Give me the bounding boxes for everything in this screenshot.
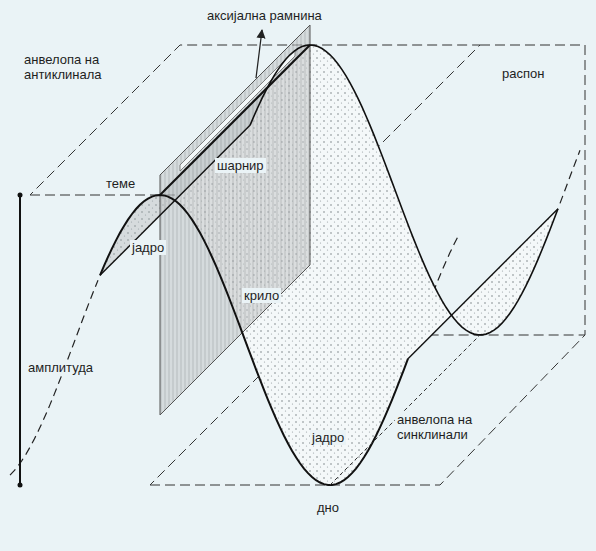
amplitude-end [18, 193, 23, 198]
leader-arrow [256, 30, 262, 78]
axial-plane [160, 25, 310, 415]
amplitude-end [18, 483, 23, 488]
amplitude-bar [19, 195, 21, 485]
part-label: шарнир [215, 158, 266, 173]
part-label: јадро [310, 430, 346, 445]
hinge-line [160, 45, 310, 195]
front-profile [100, 195, 408, 485]
part-label: амплитуда [26, 360, 95, 375]
trough-line [330, 335, 480, 485]
part-label: јадро [130, 240, 166, 255]
sheet-edge [100, 125, 250, 275]
back-profile [250, 45, 558, 335]
part-label: анвелопа на антиклинала [22, 52, 136, 82]
part-label: крило [242, 288, 281, 303]
part-label: распон [500, 66, 546, 81]
sheet-edge [408, 209, 558, 359]
part-label: дно [315, 500, 341, 515]
axial-plane-top [160, 25, 310, 188]
part-label: аксијална рамнина [205, 8, 324, 23]
profile-continuation [10, 280, 98, 475]
part-label: анвелопа на синклинали [395, 412, 481, 442]
profile-continuation [560, 150, 580, 203]
axial-plane-slot [180, 50, 295, 171]
part-label: теме [104, 176, 137, 191]
